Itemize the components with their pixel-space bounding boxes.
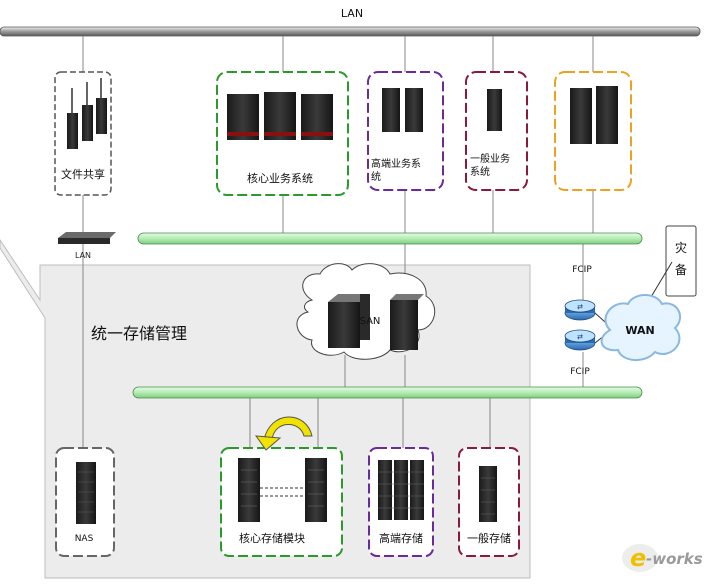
general-business-box: 一般业务 系统 (465, 71, 528, 191)
replication-arrow-icon (254, 416, 313, 451)
lower-green-bus (132, 386, 643, 399)
backup-site-box: 灾 备 (665, 225, 697, 297)
svg-text:⇄: ⇄ (577, 333, 583, 341)
san-cloud: SAN (296, 263, 436, 360)
lan-top-label: LAN (341, 7, 363, 20)
fcip-top-label: FCIP (572, 265, 592, 275)
watermark-e: e (630, 544, 646, 572)
eworks-watermark: e -works (622, 544, 703, 572)
highend-storage-icon (378, 460, 424, 520)
highend-business-label-1: 高端业务系 (371, 157, 421, 170)
core-business-box: 核心业务系统 (216, 71, 349, 196)
general-server-icon (487, 89, 502, 131)
general-storage-box: 一般存储 (458, 447, 520, 557)
wan-cloud: WAN (600, 294, 681, 361)
lan-drop-lines (82, 36, 594, 448)
core-storage-box: 核心存储模块 (220, 447, 343, 557)
upper-green-bus (137, 232, 643, 245)
san-label: SAN (360, 316, 381, 327)
lan-switch: LAN (58, 232, 116, 260)
router-icon: ⇄ (564, 299, 596, 321)
san-director-icon (328, 294, 424, 350)
nas-device-icon (76, 462, 96, 524)
general-business-label-1: 一般业务 (470, 152, 510, 165)
general-business-label-2: 系统 (470, 165, 490, 178)
highend-business-box: 高端业务系 统 (367, 71, 444, 191)
core-server-icon (227, 92, 333, 140)
nas-box: NAS (55, 447, 115, 557)
general-storage-icon (479, 466, 497, 522)
file-share-label: 文件共享 (61, 167, 105, 181)
file-share-box: 文件共享 (54, 71, 112, 196)
core-storage-label: 核心存储模块 (239, 531, 305, 545)
fcip-bottom-label: FCIP (570, 367, 590, 377)
switch-icon (58, 232, 116, 238)
unified-storage-label: 统一存储管理 (91, 324, 187, 343)
router-icon: ⇄ (564, 329, 596, 351)
nas-label: NAS (75, 534, 94, 544)
router-to-wan-line (594, 312, 606, 323)
lan-switch-label: LAN (75, 251, 91, 260)
watermark-rest: -works (646, 550, 703, 568)
backup-label-2: 备 (675, 263, 687, 277)
highend-storage-label: 高端存储 (379, 531, 423, 545)
backup-label-1: 灾 (675, 240, 687, 255)
highend-server-icon (382, 88, 423, 132)
lan-top-bus (0, 26, 701, 37)
core-business-label: 核心业务系统 (247, 171, 313, 185)
wan-label: WAN (625, 324, 654, 337)
general-storage-label: 一般存储 (467, 531, 511, 545)
highend-business-label-2: 统 (371, 170, 381, 183)
orange-system-box (554, 71, 632, 191)
orange-server-icon (570, 86, 618, 144)
highend-storage-box: 高端存储 (368, 447, 434, 557)
core-storage-icon (238, 458, 327, 522)
file-server-icon (67, 78, 107, 149)
svg-text:⇄: ⇄ (577, 303, 583, 311)
